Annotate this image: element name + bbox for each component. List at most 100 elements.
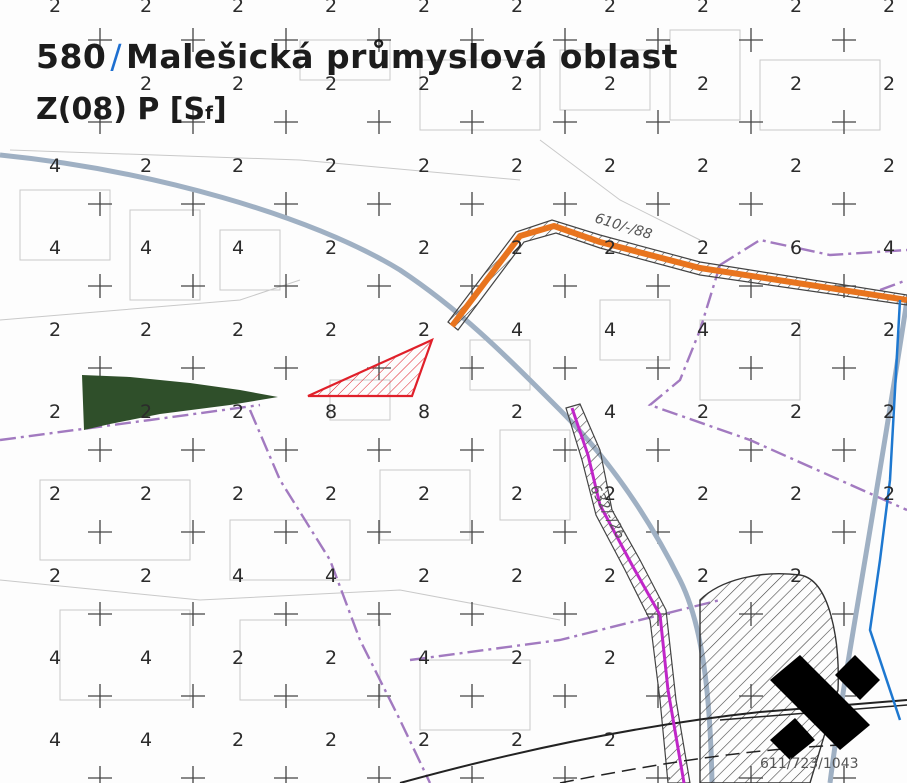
- zone-density-number: 2: [697, 237, 709, 259]
- plot-label: 611/723/1043: [760, 756, 859, 772]
- zone-density-number: 2: [697, 155, 709, 177]
- zone-density-number: 2: [604, 565, 616, 587]
- zone-density-number: 2: [604, 237, 616, 259]
- title-separator: /: [110, 37, 123, 76]
- zone-density-number: 4: [697, 319, 709, 341]
- zone-density-number: 2: [418, 0, 430, 17]
- zone-density-number: 8: [325, 401, 337, 423]
- zone-density-number: 2: [325, 319, 337, 341]
- zone-density-number: 2: [140, 483, 152, 505]
- zone-density-number: 2: [883, 73, 895, 95]
- zone-density-number: 4: [604, 319, 616, 341]
- zone-density-number: 2: [232, 483, 244, 505]
- zone-density-number: 2: [232, 73, 244, 95]
- zone-density-number: 4: [511, 319, 523, 341]
- zone-density-number: 2: [49, 0, 61, 17]
- zone-density-number: 2: [697, 401, 709, 423]
- zone-density-number: 4: [140, 729, 152, 751]
- zone-density-number: 2: [604, 647, 616, 669]
- zone-density-number: 2: [418, 237, 430, 259]
- zone-density-number: 2: [418, 73, 430, 95]
- zone-density-number: 2: [511, 729, 523, 751]
- zone-density-number: 2: [790, 0, 802, 17]
- zone-density-number: 4: [325, 565, 337, 587]
- orange-route: [449, 223, 907, 328]
- zone-density-number: 2: [511, 647, 523, 669]
- zone-density-number: 4: [49, 237, 61, 259]
- zone-density-number: 2: [140, 73, 152, 95]
- zone-density-number: 2: [140, 319, 152, 341]
- zone-density-number: 2: [140, 565, 152, 587]
- zone-density-number: 4: [418, 647, 430, 669]
- zone-density-number: 2: [697, 565, 709, 587]
- red-triangle: [307, 337, 434, 398]
- zone-density-number: 2: [697, 0, 709, 17]
- zone-density-number: 2: [232, 647, 244, 669]
- zone-boundaries: [0, 238, 907, 783]
- area-number: 580: [36, 37, 107, 76]
- zone-density-number: 2: [511, 73, 523, 95]
- zone-density-number: 2: [232, 729, 244, 751]
- magenta-route: [570, 407, 686, 783]
- zone-density-number: 2: [232, 155, 244, 177]
- building-outlines: [0, 29, 881, 731]
- zone-density-number: 2: [511, 565, 523, 587]
- black-marker-symbols: [770, 655, 880, 760]
- blue-line: [868, 299, 902, 721]
- zone-density-number: 2: [790, 155, 802, 177]
- zone-density-number: 2: [790, 319, 802, 341]
- zone-density-number: 2: [790, 565, 802, 587]
- zone-density-number: 2: [697, 73, 709, 95]
- zone-density-number: 2: [790, 401, 802, 423]
- zone-density-number: 2: [883, 483, 895, 505]
- zone-density-number: 2: [790, 483, 802, 505]
- green-area: [82, 375, 278, 430]
- zone-density-number: 2: [325, 237, 337, 259]
- zone-density-number: 4: [49, 647, 61, 669]
- zone-density-number: 2: [418, 319, 430, 341]
- zone-density-number: 2: [325, 729, 337, 751]
- zone-density-number: 2: [511, 401, 523, 423]
- zone-density-number: 2: [511, 155, 523, 177]
- zone-density-number: 4: [232, 237, 244, 259]
- zone-density-number: 4: [49, 155, 61, 177]
- zone-density-number: 2: [140, 0, 152, 17]
- zone-density-number: 2: [418, 483, 430, 505]
- zone-density-number: 2: [140, 401, 152, 423]
- zone-density-number: 2: [604, 0, 616, 17]
- zone-density-number: 2: [883, 401, 895, 423]
- zone-code-close: ]: [212, 92, 227, 127]
- zone-density-number: 4: [604, 401, 616, 423]
- zone-density-number: 2: [325, 0, 337, 17]
- area-name: Malešická průmyslová oblast: [126, 37, 679, 76]
- zone-density-number: 4: [883, 237, 895, 259]
- zone-density-number: 6: [790, 237, 802, 259]
- zone-density-number: 2: [511, 237, 523, 259]
- zone-density-number: 2: [49, 565, 61, 587]
- zone-density-number: 2: [49, 483, 61, 505]
- zone-density-number: 2: [325, 73, 337, 95]
- zone-density-number: 2: [883, 319, 895, 341]
- zone-density-number: 2: [604, 729, 616, 751]
- zone-density-number: 2: [49, 319, 61, 341]
- zone-density-number: 2: [232, 401, 244, 423]
- zone-density-number: 4: [232, 565, 244, 587]
- grid-crosses: [88, 28, 856, 783]
- zone-density-number: 2: [511, 0, 523, 17]
- zone-numbers: 2 2 2 2 2 2 2 2 2 2 2 2 2 2 2 2 2 2 2 4 2 2 2 2 2 2 2 2 2 4 4 4 2 2 2 2 2 6 4 2…: [49, 0, 895, 751]
- zone-density-number: 2: [604, 155, 616, 177]
- zone-density-number: 2: [883, 0, 895, 17]
- zone-density-number: 2: [325, 647, 337, 669]
- zone-code-main: Z(08) P [S: [36, 92, 206, 127]
- zone-density-number: 2: [511, 483, 523, 505]
- zone-density-number: 2: [418, 729, 430, 751]
- zone-density-number: 8: [418, 401, 430, 423]
- zone-density-number: 2: [49, 401, 61, 423]
- zone-code-sub: f: [205, 103, 213, 124]
- zone-density-number: 2: [418, 155, 430, 177]
- zone-code: Z(08) P [Sf]: [36, 92, 227, 127]
- zone-density-number: 2: [418, 565, 430, 587]
- zone-density-number: 4: [140, 647, 152, 669]
